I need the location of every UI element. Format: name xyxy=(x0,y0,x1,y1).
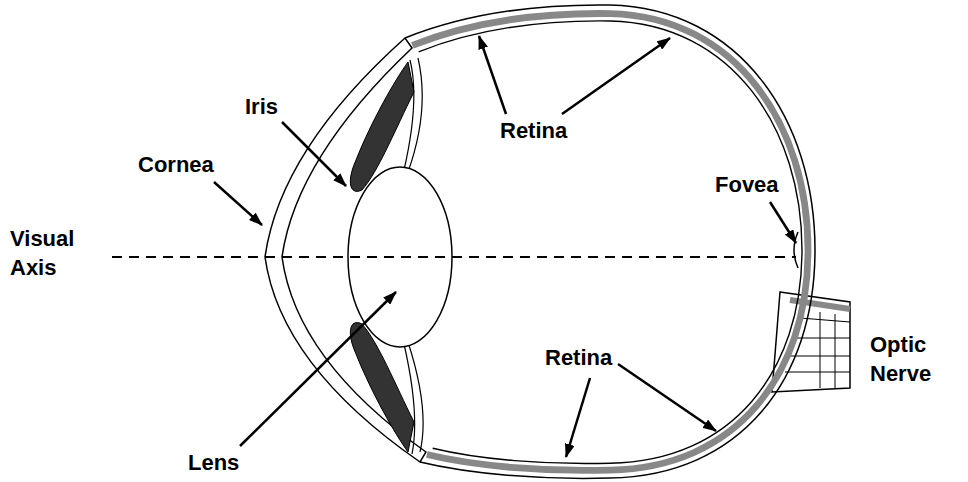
visual-axis-line xyxy=(112,256,796,258)
part-label: Optic Nerve xyxy=(870,330,964,388)
part-label: Retina xyxy=(545,343,655,372)
choroid xyxy=(412,13,808,470)
iris-lower xyxy=(350,323,414,452)
fovea-pit xyxy=(794,232,798,268)
part-label: Cornea xyxy=(138,150,248,179)
part-label: Iris xyxy=(245,92,325,121)
leader-arrows xyxy=(214,36,796,457)
iris-upper xyxy=(350,62,414,191)
sclera xyxy=(405,5,815,478)
part-label: Retina xyxy=(500,116,610,145)
part-label: Lens xyxy=(188,448,278,477)
part-label: Fovea xyxy=(715,170,805,199)
retina-line xyxy=(419,21,802,464)
optic-nerve xyxy=(772,292,850,392)
part-label: Visual Axis xyxy=(10,224,106,282)
